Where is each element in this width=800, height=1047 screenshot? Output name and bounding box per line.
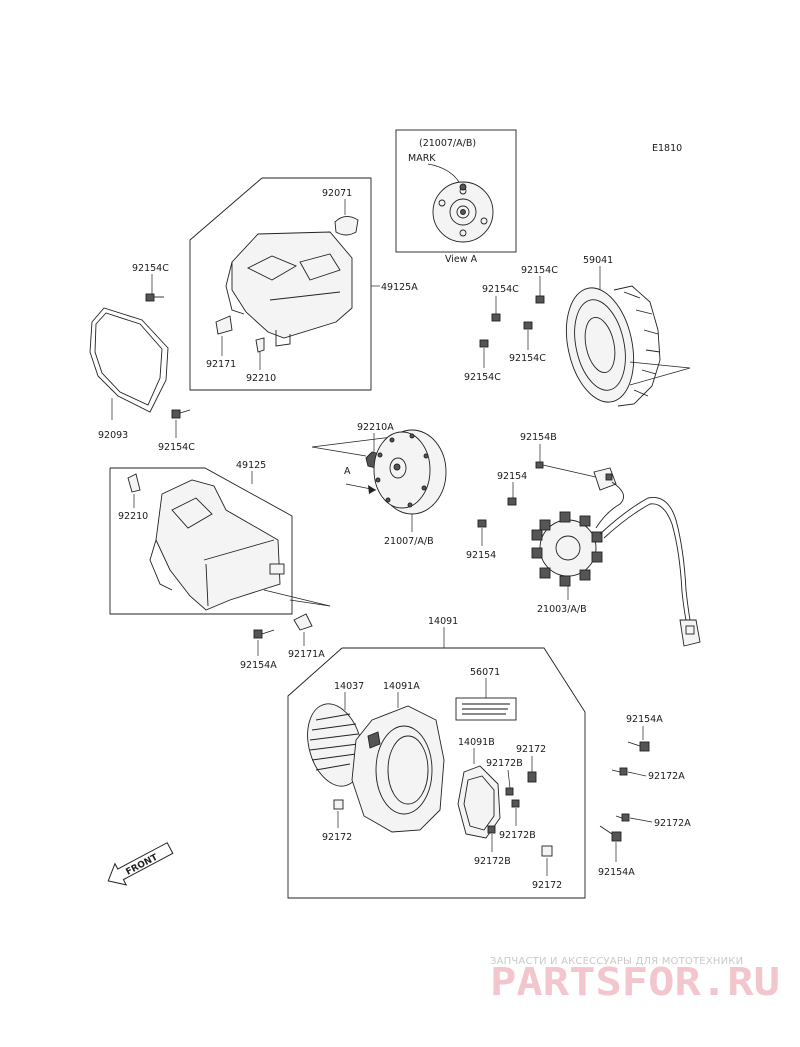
screw-92172-c — [541, 845, 553, 857]
watermark-brand: PARTSFOR.RU — [490, 960, 780, 1004]
view-a-arrow-letter: A — [344, 466, 351, 477]
lower-shroud-group: 49125 92210 — [109, 460, 331, 615]
stator-coil — [531, 511, 603, 587]
label-92154-a: 92154 — [497, 471, 527, 482]
label-92154C-e: 92154C — [509, 353, 546, 364]
view-a-inset: (21007/A/B) MARK View A — [395, 129, 517, 265]
bolt-92154A-a — [253, 629, 275, 639]
label-14091: 14091 — [428, 616, 458, 627]
front-direction-arrow: FRONT — [107, 842, 174, 886]
label-92154C-f: 92154C — [464, 372, 501, 383]
screw-92154-a — [507, 497, 517, 506]
label-14037: 14037 — [334, 681, 364, 692]
fan-housing-cover — [351, 705, 445, 833]
wire-harness — [599, 497, 701, 647]
bolt-92154C-a — [145, 293, 164, 302]
label-59041: 59041 — [583, 255, 613, 266]
label-21007: 21007/A/B — [384, 536, 434, 547]
flywheel-rotor — [373, 429, 447, 515]
lower-shroud — [149, 479, 285, 611]
nut-92210-upper — [255, 337, 265, 353]
screw-92172-b — [333, 799, 344, 810]
label-92172-b: 92172 — [322, 832, 352, 843]
clip-92171 — [215, 315, 233, 335]
label-92210A: 92210A — [357, 422, 394, 433]
label-14091B: 14091B — [458, 737, 495, 748]
upper-shroud-group: 49125A 92071 92171 92210 — [189, 177, 418, 391]
diagram-code: E1810 — [652, 143, 682, 154]
clip-92171A — [293, 613, 313, 631]
label-92172-a: 92172 — [516, 744, 546, 755]
bolt-92154C-d — [491, 313, 501, 322]
label-92171: 92171 — [206, 359, 236, 370]
label-92093: 92093 — [98, 430, 128, 441]
bolt-92154C-b — [171, 409, 191, 419]
rubber-cap — [334, 216, 359, 236]
bolt-92154C-e — [523, 321, 533, 330]
label-92210-lower: 92210 — [118, 511, 148, 522]
screw-92154-b — [477, 519, 487, 528]
warning-label-decal — [455, 697, 517, 721]
screw-92154B — [535, 461, 544, 469]
screw-92172B-c — [487, 825, 496, 834]
label-21003: 21003/A/B — [537, 604, 587, 615]
bolt-92154C-f — [479, 339, 489, 348]
fan-cover-group: 56071 14037 14091A 14091B 92172 — [287, 647, 586, 899]
cooling-fan — [566, 285, 691, 407]
screw-92172A-b — [615, 813, 630, 822]
label-92171A: 92171A — [288, 649, 325, 660]
label-92154C-b: 92154C — [158, 442, 195, 453]
pickup-coil — [593, 467, 625, 529]
bolt-92154C-c — [535, 295, 545, 304]
label-92172-c: 92172 — [532, 880, 562, 891]
label-49125A: 49125A — [381, 282, 418, 293]
label-49125: 49125 — [236, 460, 266, 471]
label-56071: 56071 — [470, 667, 500, 678]
label-92154A-b: 92154A — [626, 714, 663, 725]
connector — [679, 619, 701, 647]
screw-92172-a — [527, 771, 537, 783]
label-92172B-a: 92172B — [486, 758, 523, 769]
watermark-tagline: ЗАПЧАСТИ И АКСЕССУАРЫ ДЛЯ МОТОТЕХНИКИ — [490, 956, 743, 967]
label-92172A-b: 92172A — [654, 818, 691, 829]
upper-shroud — [225, 231, 353, 347]
nut-92210-lower — [127, 473, 141, 493]
screw-92172B-b — [511, 799, 520, 808]
fan-screen-grille — [307, 703, 363, 787]
screw-92172A-a — [611, 767, 628, 776]
gasket-92093 — [89, 307, 169, 413]
view-a-callout: (21007/A/B) — [419, 138, 476, 149]
label-92154B: 92154B — [520, 432, 557, 443]
label-92154C-a: 92154C — [132, 263, 169, 274]
bolt-92154A-c — [599, 825, 622, 842]
rotor-face-view — [432, 181, 494, 243]
label-92172B-b: 92172B — [499, 830, 536, 841]
label-92154C-d: 92154C — [482, 284, 519, 295]
view-a-arrow — [368, 485, 376, 494]
label-92154A-a: 92154A — [240, 660, 277, 671]
label-92172B-c: 92172B — [474, 856, 511, 867]
screw-92172B-a — [505, 787, 514, 796]
label-92210-upper: 92210 — [246, 373, 276, 384]
label-92071: 92071 — [322, 188, 352, 199]
view-a-caption: View A — [445, 254, 478, 265]
view-a-mark-label: MARK — [408, 153, 436, 164]
label-92154-b: 92154 — [466, 550, 496, 561]
label-92154A-c: 92154A — [598, 867, 635, 878]
label-92172A-a: 92172A — [648, 771, 685, 782]
bolt-92154A-b — [627, 741, 650, 752]
label-14091A: 14091A — [383, 681, 420, 692]
label-92154C-c: 92154C — [521, 265, 558, 276]
